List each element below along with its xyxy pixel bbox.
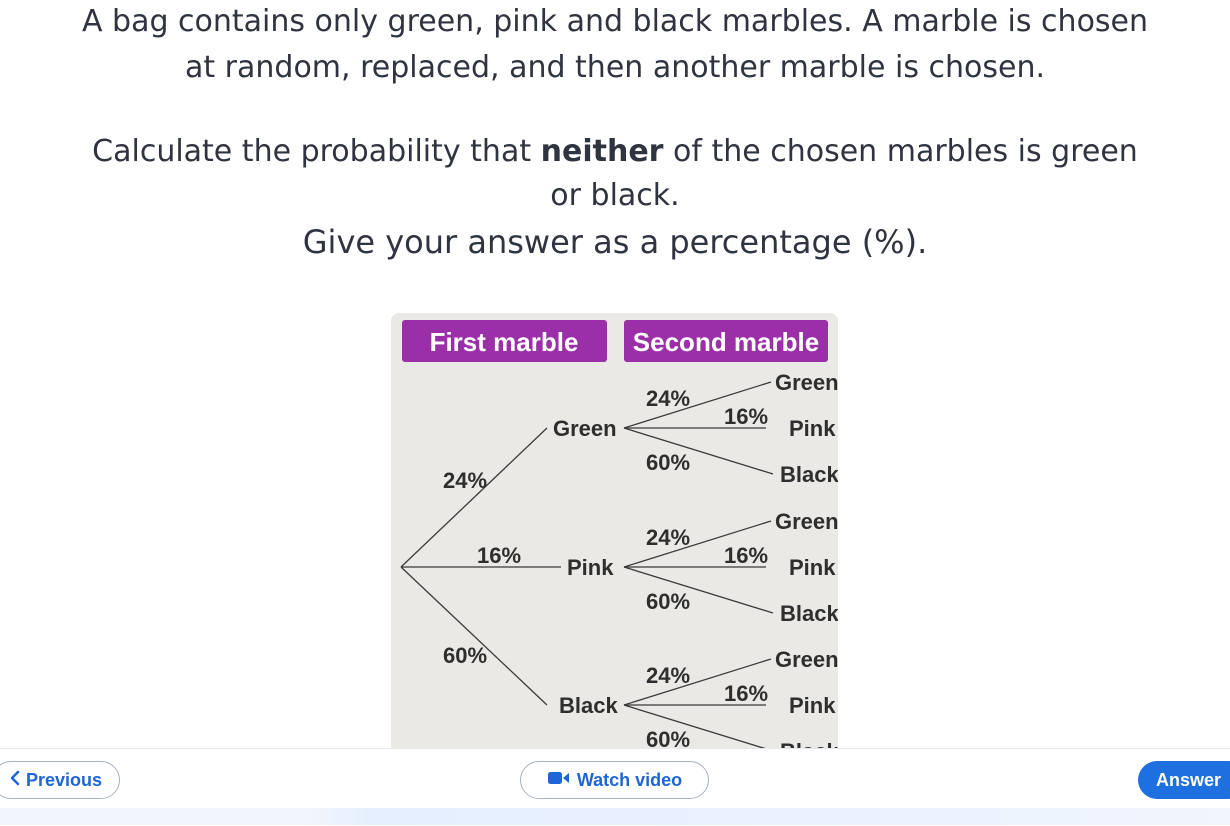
second-branch-line xyxy=(623,427,774,475)
second-outcome-label: Black xyxy=(780,462,838,487)
bottom-strip xyxy=(0,808,1230,825)
question-line-4: or black. xyxy=(550,178,680,213)
second-branch-probability: 60% xyxy=(646,450,690,475)
second-outcome-label: Pink xyxy=(789,555,836,580)
header-first-marble-bg xyxy=(402,320,607,362)
question-line-2: at random, replaced, and then another ma… xyxy=(185,50,1045,85)
second-branch-line xyxy=(623,520,772,568)
second-outcome-label: Green xyxy=(775,370,838,395)
second-branch-line xyxy=(623,658,772,706)
question-line-3: Calculate the probability that neither o… xyxy=(0,130,1230,174)
question-line-3-start: Calculate the probability that xyxy=(92,134,541,169)
answer-label: Answer xyxy=(1156,769,1222,790)
video-camera-icon xyxy=(547,770,571,791)
watch-video-button[interactable]: Watch video xyxy=(520,761,709,799)
second-branch-probability: 16% xyxy=(724,543,768,568)
question-line-3-end: of the chosen marbles is green xyxy=(663,134,1138,169)
second-branch-probability: 24% xyxy=(646,386,690,411)
second-branch-line xyxy=(623,704,774,752)
header-second-marble: Second marble xyxy=(633,327,819,357)
question-line-1: A bag contains only green, pink and blac… xyxy=(81,4,1149,39)
first-outcome-label: Pink xyxy=(567,555,614,580)
second-branch-probability: 16% xyxy=(724,404,768,429)
question-emphasis: neither xyxy=(540,134,664,169)
first-branch-line xyxy=(400,566,548,706)
second-outcome-label: Green xyxy=(775,647,838,672)
second-branch-probability: 60% xyxy=(646,727,690,752)
first-branch-probability: 60% xyxy=(443,643,487,668)
second-branch-probability: 16% xyxy=(724,681,768,706)
second-outcome-label: Pink xyxy=(789,693,836,718)
first-outcome-label: Green xyxy=(553,416,617,441)
second-branch-line xyxy=(623,381,772,429)
second-outcome-label: Green xyxy=(775,509,838,534)
second-branch-line xyxy=(623,566,774,614)
second-branch-probability: 24% xyxy=(646,663,690,688)
header-second-marble-bg xyxy=(624,320,828,362)
second-branch-probability: 24% xyxy=(646,525,690,550)
watch-video-label: Watch video xyxy=(576,769,683,790)
question-instruction: Give your answer as a percentage (%). xyxy=(302,223,928,261)
first-branch-probability: 24% xyxy=(443,468,487,493)
previous-label: Previous xyxy=(25,769,103,790)
first-branch-probability: 16% xyxy=(477,543,521,568)
first-outcome-label: Black xyxy=(559,693,618,718)
header-first-marble: First marble xyxy=(430,327,579,357)
second-outcome-label: Black xyxy=(780,601,838,626)
second-outcome-label: Pink xyxy=(789,416,836,441)
second-branch-probability: 60% xyxy=(646,589,690,614)
chevron-left-icon xyxy=(10,770,20,791)
first-branch-line xyxy=(400,427,548,568)
answer-button[interactable]: Answer xyxy=(1138,761,1230,799)
previous-button[interactable]: Previous xyxy=(0,761,120,799)
